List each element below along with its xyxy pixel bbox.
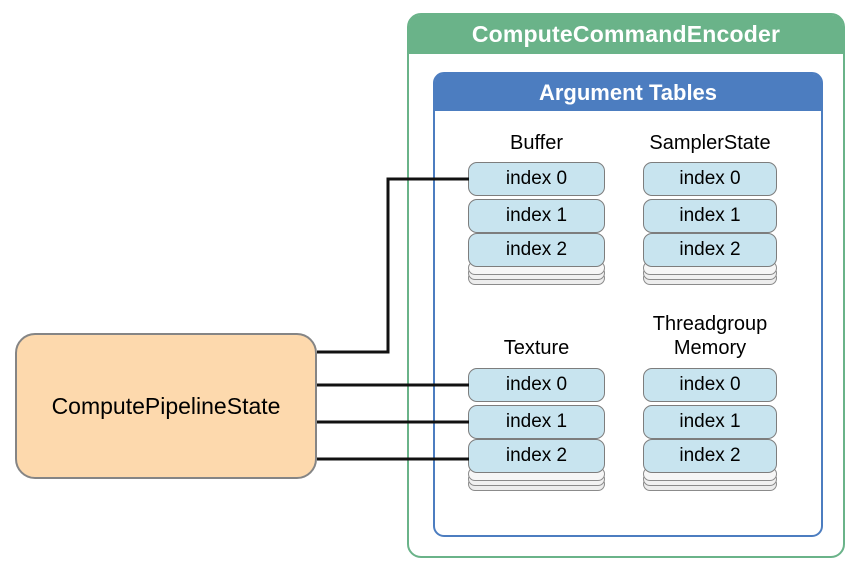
- sampler-state-index-0: index 0: [643, 162, 777, 196]
- texture-label: Texture: [503, 337, 570, 359]
- argument-tables-header: Argument Tables: [435, 74, 821, 111]
- argument-tables-title: Argument Tables: [538, 79, 718, 105]
- compute-command-encoder-header: ComputeCommandEncoder: [409, 15, 843, 54]
- threadgroup-memory-index-0: index 0: [643, 368, 777, 402]
- compute-command-encoder-title: ComputeCommandEncoder: [471, 21, 781, 47]
- texture-index-0: index 0: [468, 368, 605, 402]
- argument-table-buffer: Buffer index 0 index 1 index 2: [468, 130, 605, 285]
- buffer-label: Buffer: [510, 132, 563, 154]
- argument-table-threadgroup-memory: Threadgroup Memory index 0 index 1 index…: [643, 312, 777, 491]
- sampler-state-index-2: index 2: [643, 233, 777, 267]
- buffer-index-2: index 2: [468, 233, 605, 267]
- argument-table-sampler-state: SamplerState index 0 index 1 index 2: [643, 130, 777, 285]
- argument-table-texture: Texture index 0 index 1 index 2: [468, 312, 605, 491]
- compute-pipeline-state-label: ComputePipelineState: [51, 392, 281, 419]
- buffer-index-1: index 1: [468, 199, 605, 233]
- texture-index-2: index 2: [468, 439, 605, 473]
- buffer-index-0: index 0: [468, 162, 605, 196]
- threadgroup-memory-index-1: index 1: [643, 405, 777, 439]
- texture-index-1: index 1: [468, 405, 605, 439]
- sampler-state-index-1: index 1: [643, 199, 777, 233]
- compute-pipeline-state-box: ComputePipelineState: [15, 333, 317, 479]
- threadgroup-memory-label: Threadgroup Memory: [652, 313, 768, 359]
- sampler-state-label: SamplerState: [649, 132, 771, 154]
- threadgroup-memory-index-2: index 2: [643, 439, 777, 473]
